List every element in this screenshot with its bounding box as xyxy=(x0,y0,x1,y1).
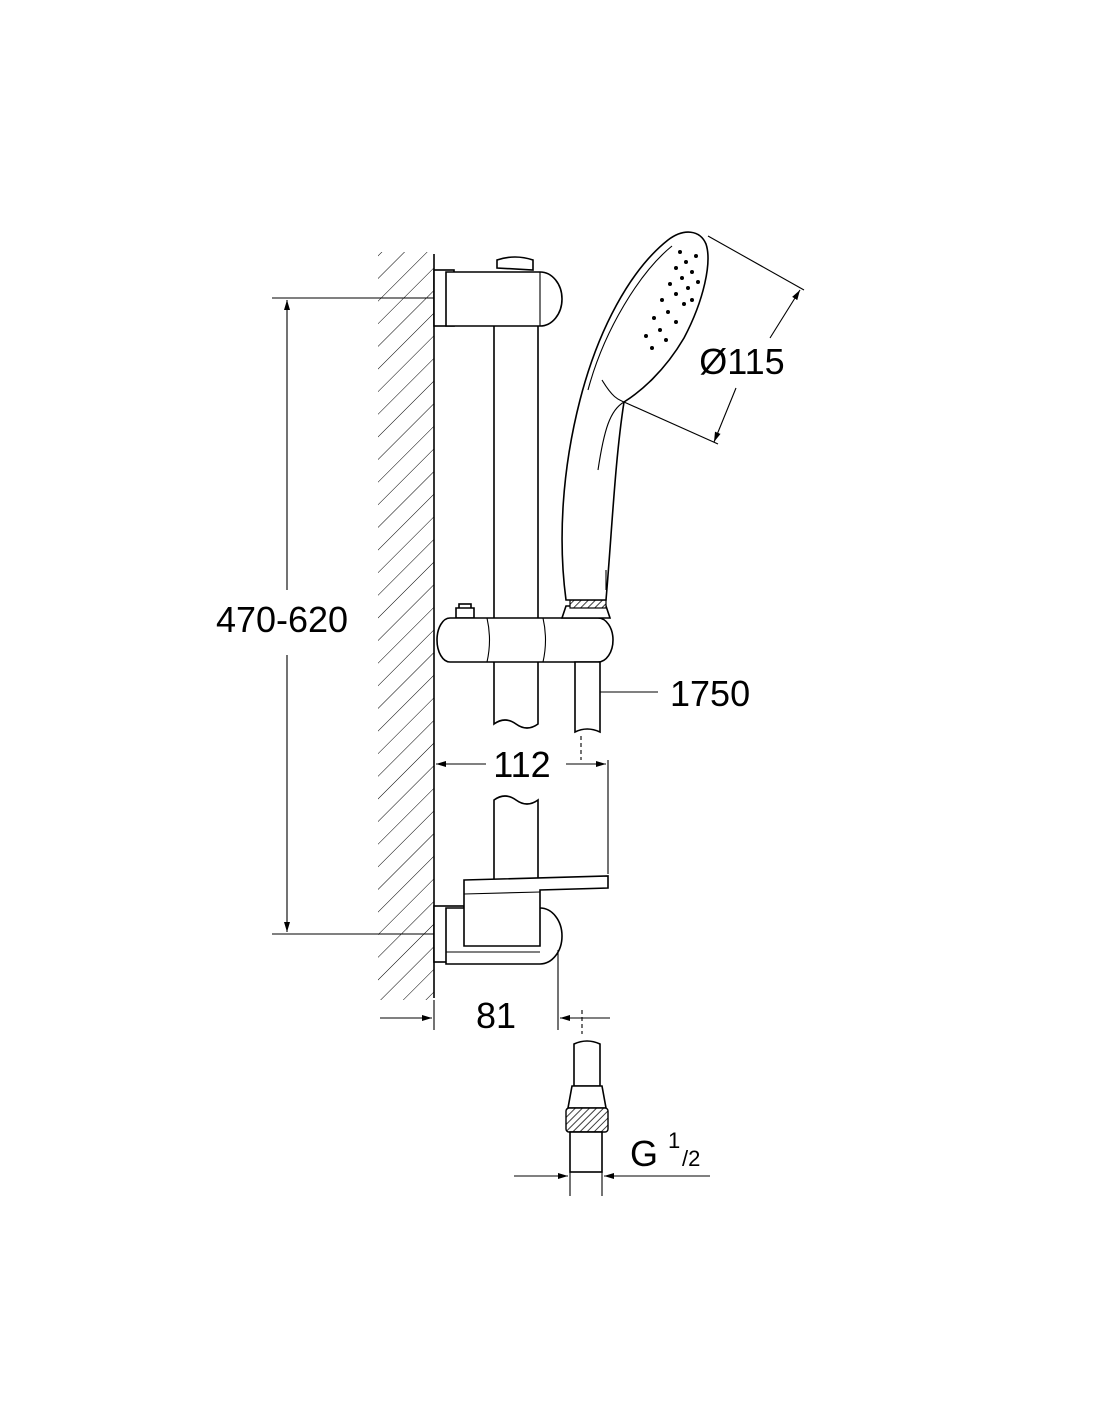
hose-connector xyxy=(565,1010,609,1196)
bottom-bracket xyxy=(433,875,609,965)
top-bracket xyxy=(433,256,563,327)
hand-shower xyxy=(561,231,709,601)
thread-numerator: 1 xyxy=(668,1128,680,1153)
projection-label: 112 xyxy=(493,744,550,785)
height-range-label: 470-620 xyxy=(216,599,348,640)
hose-upper xyxy=(574,661,601,760)
height-dimension: 470-620 xyxy=(216,297,434,935)
thread-prefix: G xyxy=(630,1133,658,1174)
slider-holder xyxy=(436,599,614,663)
hose-length-dimension: 1750 xyxy=(600,673,750,714)
projection-dimension: 112 xyxy=(436,744,609,874)
thread-denominator: /2 xyxy=(682,1146,700,1171)
rail-bar xyxy=(493,321,539,881)
offset-label: 81 xyxy=(476,995,516,1036)
diameter-dimension: Ø115 xyxy=(623,235,805,445)
hose-length-label: 1750 xyxy=(670,673,750,714)
shower-nozzles xyxy=(644,250,700,350)
wall xyxy=(378,252,435,1000)
wall-hatching xyxy=(378,252,434,1000)
thread-label: G xyxy=(630,1133,658,1174)
diameter-label: Ø115 xyxy=(699,341,784,382)
offset-dimension: 81 xyxy=(380,950,610,1036)
thread-dimension: G 1 /2 xyxy=(514,1128,710,1179)
